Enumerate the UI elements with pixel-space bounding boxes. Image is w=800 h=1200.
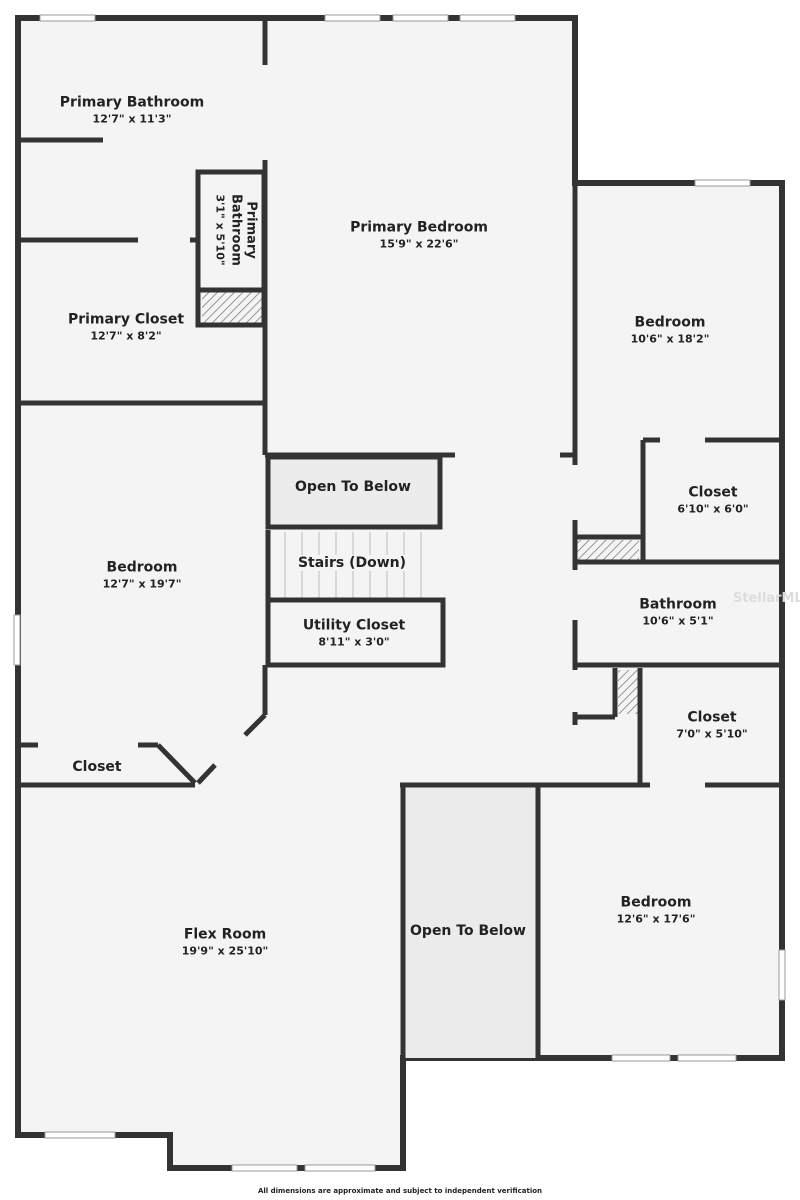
floor-area (15, 15, 785, 1171)
room-dims: 12'7" x 11'3" (92, 112, 172, 126)
room-name: Stairs (Down) (297, 555, 407, 571)
room-name: Bedroom (634, 314, 706, 331)
room-closet-left: Closet (72, 759, 121, 775)
room-name: Primary Bedroom (350, 219, 488, 236)
room-name: Open To Below (295, 479, 411, 495)
room-stairs: Stairs (Down) (297, 555, 407, 571)
room-name: Flex Room (183, 926, 267, 943)
room-dims: 19'9" x 25'10" (181, 944, 269, 958)
room-dims: 7'0" x 5'10" (676, 727, 748, 741)
room-name: Open To Below (410, 923, 526, 939)
room-dims: 12'6" x 17'6" (616, 912, 696, 926)
room-name: Closet (688, 484, 738, 501)
room-name: Primary Bathroom (228, 194, 259, 266)
room-dims: 12'7" x 8'2" (90, 329, 162, 343)
room-open-to-below-top: Open To Below (295, 479, 411, 495)
room-dims: 8'11" x 3'0" (318, 635, 390, 649)
room-name: Bathroom (639, 596, 717, 613)
shaft (202, 292, 262, 324)
shaft (618, 670, 638, 714)
room-name: Closet (687, 709, 737, 726)
room-open-to-below-bottom: Open To Below (410, 923, 526, 939)
shaft (577, 540, 639, 560)
open-to-below-bottom (403, 785, 538, 1058)
windows (13, 14, 786, 1172)
room-name: Closet (72, 759, 122, 775)
room-dims: 10'6" x 5'1" (642, 614, 714, 628)
room-name: Primary Closet (67, 311, 185, 328)
open-to-below-top (268, 455, 440, 528)
room-dims: 15'9" x 22'6" (379, 237, 459, 251)
room-name: Bedroom (106, 559, 178, 576)
room-dims: 6'10" x 6'0" (677, 502, 749, 516)
room-name: Utility Closet (302, 617, 406, 634)
watermark: StellarMLS (733, 591, 800, 606)
interior-walls (18, 18, 782, 1058)
room-dims: 12'7" x 19'7" (102, 577, 182, 591)
disclaimer-footer: All dimensions are approximate and subje… (257, 1187, 543, 1195)
room-dims: 3'1" x 5'10" (213, 194, 227, 266)
room-name: Bedroom (620, 894, 692, 911)
room-name: Primary Bathroom (59, 94, 205, 111)
room-dims: 10'6" x 18'2" (630, 332, 710, 346)
